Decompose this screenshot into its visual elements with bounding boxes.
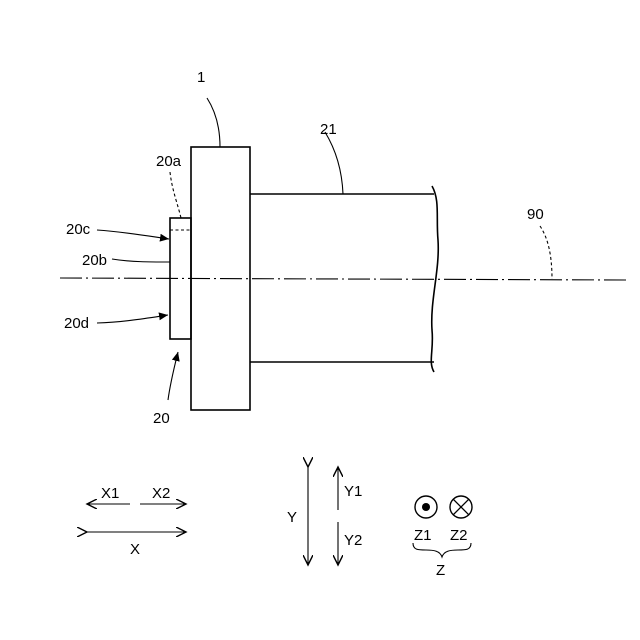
z-direction-legend: Z1 Z2 Z <box>413 496 472 579</box>
cross-in-circle-icon <box>450 496 472 518</box>
leader-20d <box>97 315 168 323</box>
label-part-20a: 20a <box>156 153 182 170</box>
leader-20b <box>112 259 170 262</box>
label-y2: Y2 <box>344 532 362 549</box>
leader-90 <box>540 226 552 279</box>
label-y1: Y1 <box>344 483 362 500</box>
label-x2: X2 <box>152 485 170 502</box>
label-z: Z <box>436 562 445 579</box>
label-part-20d: 20d <box>64 315 89 332</box>
label-y: Y <box>287 509 297 526</box>
label-part-1: 1 <box>197 69 205 86</box>
label-x1: X1 <box>101 485 119 502</box>
label-axis-90: 90 <box>527 206 544 223</box>
center-axis-line <box>60 278 628 280</box>
y-direction-legend: Y Y1 Y2 <box>287 467 362 565</box>
dot-in-circle-icon <box>415 496 437 518</box>
leader-1 <box>207 98 220 147</box>
label-z1: Z1 <box>414 527 432 544</box>
label-part-21: 21 <box>320 121 337 138</box>
label-part-20: 20 <box>153 410 170 427</box>
leader-20a <box>170 172 181 218</box>
x-direction-legend: X1 X2 X <box>87 485 186 558</box>
leader-20c <box>97 230 169 239</box>
z-brace-icon <box>413 543 471 557</box>
label-x: X <box>130 541 140 558</box>
label-z2: Z2 <box>450 527 468 544</box>
label-part-20b: 20b <box>82 252 107 269</box>
leader-21 <box>325 132 343 194</box>
leader-20 <box>168 352 178 400</box>
label-part-20c: 20c <box>66 221 91 238</box>
